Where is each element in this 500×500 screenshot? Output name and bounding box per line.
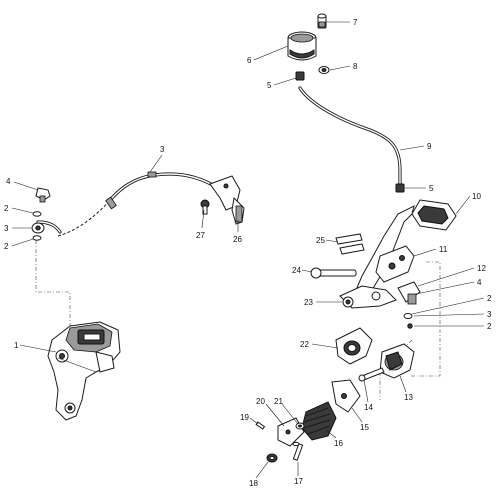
clevis-assembly [397, 281, 421, 329]
callout-7: 7 [353, 18, 358, 27]
bracket-bolt [200, 199, 210, 215]
callout-15: 15 [360, 423, 369, 432]
callout-19: 19 [240, 413, 249, 422]
reservoir-boot [335, 327, 373, 365]
mount-bracket [331, 379, 361, 413]
lower-clamp [395, 183, 405, 193]
callout-3: 3 [4, 224, 9, 233]
pivot-bolts [335, 233, 365, 255]
left-banjo-fitting [31, 187, 62, 241]
pivot-shaft [310, 267, 357, 279]
callout-25: 25 [316, 236, 325, 245]
reservoir-screw [317, 13, 327, 29]
callout-4: 4 [6, 177, 11, 186]
leader-lines [11, 21, 485, 479]
callout-8: 8 [353, 62, 358, 71]
banjo-bolt [35, 187, 51, 201]
hose-bracket [209, 175, 245, 225]
reservoir-cap [287, 31, 317, 61]
callout-2: 2 [4, 242, 9, 251]
callout-16: 16 [334, 439, 343, 448]
yoke-nut [266, 453, 278, 463]
callout-5: 5 [429, 184, 434, 193]
callout-9: 9 [427, 142, 432, 151]
frame-dash-right [410, 261, 441, 377]
yoke-bolt [292, 441, 304, 461]
callout-6: 6 [247, 56, 252, 65]
callout-2: 2 [4, 204, 9, 213]
assembly-link-line [35, 240, 71, 326]
brake-pedal [355, 199, 457, 297]
callout-2: 2 [487, 294, 492, 303]
brake-caliper [47, 321, 121, 421]
yoke-pin [255, 421, 266, 430]
callout-12: 12 [477, 264, 486, 273]
callout-23: 23 [304, 298, 313, 307]
upper-clamp [295, 71, 305, 81]
callout-26: 26 [233, 235, 242, 244]
callout-27: 27 [196, 231, 205, 240]
pushrod [358, 367, 385, 382]
callout-21: 21 [274, 397, 283, 406]
callout-17: 17 [294, 477, 303, 486]
callout-10: 10 [472, 192, 481, 201]
yoke [277, 417, 305, 447]
callout-labels: 1 2 2 2 2 3 3 3 4 4 5 5 6 7 8 9 10 11 12… [4, 18, 492, 488]
brake-hose [57, 171, 220, 237]
callout-13: 13 [404, 393, 413, 402]
callout-20: 20 [256, 397, 265, 406]
pedal-mount [375, 245, 415, 283]
callout-14: 14 [364, 403, 373, 412]
master-cylinder [379, 343, 415, 379]
callout-22: 22 [300, 340, 309, 349]
callout-4: 4 [477, 278, 482, 287]
lower-washer [32, 235, 42, 241]
callout-3: 3 [487, 310, 492, 319]
callout-2: 2 [487, 322, 492, 331]
callout-11: 11 [439, 245, 448, 254]
callout-18: 18 [249, 479, 258, 488]
reservoir-tube [298, 86, 402, 186]
reservoir-nut [318, 66, 330, 74]
callout-1: 1 [14, 341, 19, 350]
callout-3: 3 [160, 145, 165, 154]
callout-24: 24 [292, 266, 301, 275]
yoke-washer [295, 422, 305, 430]
upper-washer [32, 211, 42, 217]
linkage-arm [339, 285, 397, 309]
callout-5: 5 [267, 81, 272, 90]
